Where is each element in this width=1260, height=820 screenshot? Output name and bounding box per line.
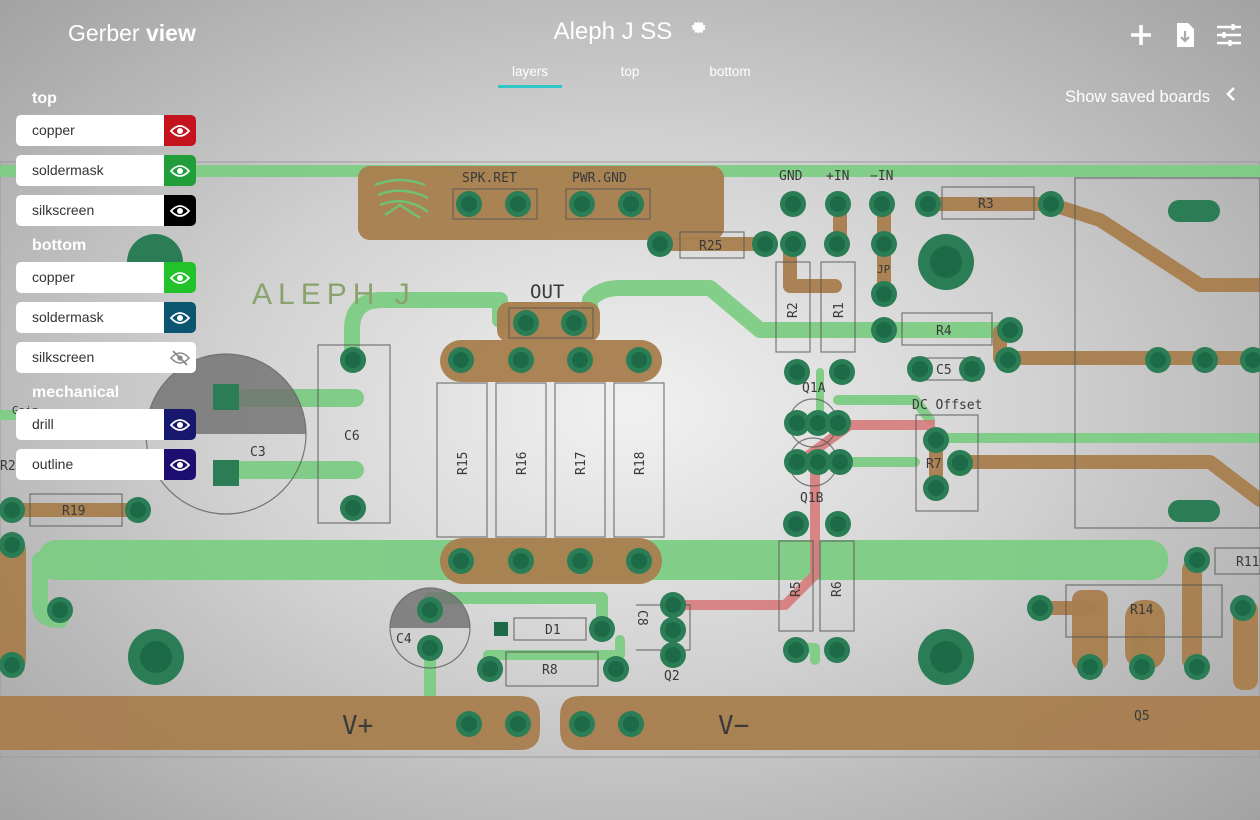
layer-name: silkscreen bbox=[32, 202, 95, 218]
label-q2: Q2 bbox=[664, 669, 680, 684]
label-c6: C6 bbox=[344, 429, 360, 444]
layer-bottom-silkscreen[interactable]: silkscreen bbox=[16, 342, 196, 373]
chevron-left-icon bbox=[1226, 86, 1236, 107]
label-r16: R16 bbox=[515, 452, 530, 475]
label-c8: C8 bbox=[634, 610, 649, 626]
layer-mechanical-drill[interactable]: drill bbox=[16, 409, 196, 440]
gear-icon[interactable] bbox=[691, 20, 706, 39]
label-r2: R2 bbox=[786, 302, 801, 318]
label-c5: C5 bbox=[936, 363, 952, 378]
label-spk-ret: SPK.RET bbox=[462, 171, 517, 186]
eye-icon[interactable] bbox=[164, 302, 196, 333]
label-r3: R3 bbox=[978, 197, 994, 212]
group-title-mechanical: mechanical bbox=[32, 384, 120, 401]
plus-icon[interactable] bbox=[1128, 22, 1154, 48]
pcb-logo-text: ALEPH J bbox=[252, 278, 416, 311]
pcb-logo-icon bbox=[374, 178, 429, 220]
label-v-plus: V+ bbox=[342, 711, 373, 741]
eye-icon[interactable] bbox=[164, 262, 196, 293]
label-r14: R14 bbox=[1130, 603, 1154, 618]
layer-mechanical-outline[interactable]: outline bbox=[16, 449, 196, 480]
eye-icon[interactable] bbox=[164, 155, 196, 186]
layer-name: soldermask bbox=[32, 309, 104, 325]
label-out: OUT bbox=[530, 281, 564, 303]
show-saved-boards-button[interactable]: Show saved boards bbox=[1065, 86, 1236, 107]
label-r5: R5 bbox=[789, 581, 804, 597]
board-title-bar: Aleph J SS bbox=[0, 18, 1260, 46]
show-saved-boards-label: Show saved boards bbox=[1065, 88, 1210, 106]
tab-bottom[interactable]: bottom bbox=[709, 64, 751, 79]
app-brand: Gerber view bbox=[68, 20, 196, 47]
view-tabs: layers top bottom bbox=[0, 62, 1260, 88]
group-title-bottom: bottom bbox=[32, 237, 87, 254]
layer-bottom-copper[interactable]: copper bbox=[16, 262, 196, 293]
layer-top-silkscreen[interactable]: silkscreen bbox=[16, 195, 196, 226]
layer-name: silkscreen bbox=[32, 349, 95, 365]
label-q5: Q5 bbox=[1134, 709, 1150, 724]
label-dc-offset: DC Offset bbox=[912, 398, 982, 413]
label-r17: R17 bbox=[574, 452, 589, 475]
layer-name: drill bbox=[32, 416, 54, 432]
label-r7: R7 bbox=[926, 457, 942, 472]
tab-layers[interactable]: layers bbox=[498, 62, 562, 88]
label-r8: R8 bbox=[542, 663, 558, 678]
label-jp: JP bbox=[877, 263, 891, 276]
layer-name: soldermask bbox=[32, 162, 104, 178]
layers-panel: top copper soldermask silkscreen bottom … bbox=[16, 86, 196, 489]
label-v-minus: V− bbox=[718, 711, 749, 741]
label-r11: R11 bbox=[1236, 555, 1259, 570]
label-q1a: Q1A bbox=[802, 381, 826, 396]
tab-top[interactable]: top bbox=[620, 64, 640, 79]
board-title: Aleph J SS bbox=[553, 18, 673, 45]
layer-name: outline bbox=[32, 456, 74, 472]
download-file-icon[interactable] bbox=[1172, 22, 1198, 48]
label-c3: C3 bbox=[250, 445, 266, 460]
header-actions bbox=[1128, 22, 1242, 48]
label-r1: R1 bbox=[832, 302, 847, 318]
label-r6: R6 bbox=[830, 581, 845, 597]
label-r4: R4 bbox=[936, 324, 952, 339]
group-title-top: top bbox=[32, 90, 57, 107]
layer-name: copper bbox=[32, 122, 75, 138]
pads bbox=[0, 191, 1260, 737]
label-r19: R19 bbox=[62, 504, 85, 519]
board-outline bbox=[0, 161, 1260, 758]
layer-bottom-soldermask[interactable]: soldermask bbox=[16, 302, 196, 333]
label-r2-left: R2 bbox=[0, 459, 16, 474]
label-r18: R18 bbox=[633, 452, 648, 475]
label-c4: C4 bbox=[396, 632, 412, 647]
sliders-icon[interactable] bbox=[1216, 22, 1242, 48]
label-q1b: Q1B bbox=[800, 491, 824, 506]
label-in-plus: +IN bbox=[826, 169, 849, 184]
label-pwr-gnd: PWR.GND bbox=[572, 171, 627, 186]
eye-icon[interactable] bbox=[164, 449, 196, 480]
layer-top-copper[interactable]: copper bbox=[16, 115, 196, 146]
layer-top-soldermask[interactable]: soldermask bbox=[16, 155, 196, 186]
eye-icon[interactable] bbox=[164, 115, 196, 146]
layer-name: copper bbox=[32, 269, 75, 285]
eye-icon[interactable] bbox=[164, 195, 196, 226]
label-r25: R25 bbox=[699, 239, 722, 254]
label-d1: D1 bbox=[545, 623, 561, 638]
eye-icon[interactable] bbox=[164, 409, 196, 440]
label-in-minus: −IN bbox=[870, 169, 893, 184]
label-gnd: GND bbox=[779, 169, 803, 184]
brand-bold: view bbox=[145, 20, 196, 46]
brand-regular: Gerber bbox=[68, 20, 140, 46]
eye-slash-icon[interactable] bbox=[164, 342, 196, 373]
label-r15: R15 bbox=[456, 452, 471, 475]
